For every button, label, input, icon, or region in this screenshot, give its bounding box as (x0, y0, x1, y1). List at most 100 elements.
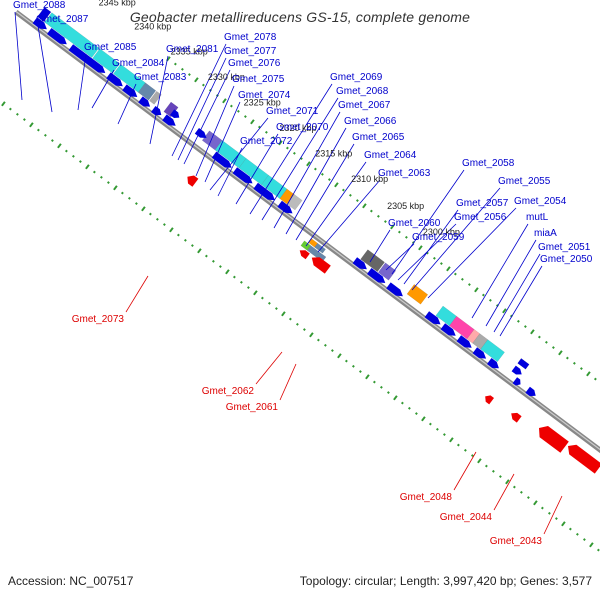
gene-label: miaA (534, 228, 557, 239)
tick-mark (348, 193, 352, 197)
tick-mark (194, 77, 199, 83)
tick-mark (222, 98, 227, 104)
gene-box (286, 194, 303, 211)
tick-mark (36, 128, 40, 132)
tick-mark (372, 380, 376, 384)
callout-line (411, 187, 501, 291)
tick-mark (449, 437, 454, 443)
tick-mark (163, 223, 166, 226)
tick-mark (225, 269, 230, 275)
tick-mark (205, 254, 208, 258)
tick-mark (9, 107, 12, 111)
gene-label: Gmet_2087 (36, 14, 89, 25)
tick-mark (512, 485, 516, 489)
tick-mark (397, 230, 401, 234)
gene-label: Gmet_2054 (514, 196, 567, 207)
ruler-label: 2305 kbp (387, 201, 424, 211)
tick-mark (509, 314, 513, 318)
tick-mark (1, 101, 6, 107)
tick-mark (593, 377, 597, 381)
tick-mark (135, 202, 138, 205)
callout-line (217, 147, 243, 197)
tick-mark (72, 154, 75, 158)
backbone-highlight (15, 11, 600, 451)
forward-arrow (367, 268, 386, 283)
tick-mark (230, 104, 233, 108)
callout-line (171, 43, 227, 157)
gene-label: Gmet_2084 (112, 58, 165, 69)
ruler-label: 2320 kbp (279, 123, 316, 133)
callout-line (183, 69, 231, 165)
forward-arrow (162, 114, 176, 126)
tick-mark (156, 217, 159, 221)
gene-box (137, 82, 157, 101)
tick-mark (425, 251, 429, 255)
gene-box (92, 48, 121, 74)
tick-mark (281, 311, 286, 317)
tick-mark (554, 517, 558, 520)
gene-label: Gmet_2067 (338, 100, 391, 111)
tick-mark (547, 511, 551, 515)
tick-mark (474, 287, 479, 293)
tick-mark (330, 349, 334, 352)
forward-arrow (151, 106, 162, 116)
gene-label: Gmet_2068 (336, 86, 389, 97)
tick-mark (100, 175, 103, 179)
tick-mark (93, 170, 96, 174)
tick-mark (264, 130, 268, 134)
tick-mark (240, 280, 243, 284)
tick-mark (435, 427, 439, 431)
gene-label: Gmet_2077 (224, 46, 277, 57)
tick-mark (439, 262, 443, 265)
tick-mark (414, 412, 418, 415)
tick-mark (65, 149, 68, 153)
gene-label: Gmet_2048 (400, 492, 453, 503)
callout-line (125, 275, 149, 313)
tick-mark (596, 548, 600, 552)
callout-line (261, 97, 339, 221)
gene-label: Gmet_2083 (134, 72, 187, 83)
reverse-arrow (511, 412, 522, 423)
callout-line (255, 351, 283, 385)
gene-box (360, 249, 385, 273)
callout-line (117, 83, 137, 125)
tick-mark (299, 157, 303, 160)
label-callout-lines (14, 11, 563, 535)
tick-mark (250, 119, 255, 125)
tick-mark (302, 328, 306, 331)
gene-label: Gmet_2078 (224, 32, 277, 43)
tick-mark (219, 265, 222, 268)
callout-line (177, 57, 227, 161)
gene-box (44, 12, 100, 58)
tick-mark (344, 359, 348, 363)
callout-line (295, 143, 355, 241)
tick-mark (191, 244, 194, 247)
tick-mark (481, 293, 485, 297)
tick-mark (141, 206, 146, 212)
tick-mark (212, 259, 215, 263)
tick-mark (390, 224, 395, 230)
tick-mark (393, 395, 398, 401)
reverse-arrow (299, 250, 310, 260)
gene-label: Gmet_2081 (166, 44, 219, 55)
tick-mark (313, 167, 317, 171)
callout-line (493, 253, 541, 333)
callout-line (204, 101, 241, 183)
tick-mark (407, 406, 411, 410)
tick-marks (1, 56, 600, 552)
tick-mark (188, 73, 191, 76)
tick-mark (558, 350, 563, 356)
tick-mark (79, 160, 82, 163)
forward-arrow (32, 17, 47, 30)
forward-arrow (487, 358, 499, 369)
tick-mark (505, 479, 510, 485)
tick-mark (43, 133, 47, 137)
callout-line (427, 207, 517, 299)
callout-line (471, 223, 529, 319)
forward-arrow (386, 282, 403, 297)
gene-box (37, 6, 52, 22)
gene-box (517, 358, 530, 370)
reverse-arrow (568, 444, 600, 474)
ruler-label: 2325 kbp (244, 97, 281, 107)
